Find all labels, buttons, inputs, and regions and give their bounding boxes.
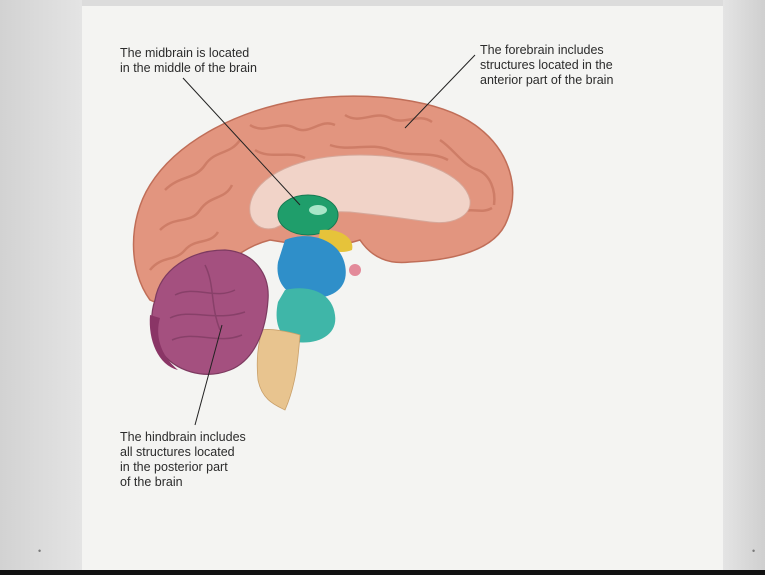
pituitary <box>349 264 361 276</box>
forebrain-caption: The forebrain includes structures locate… <box>480 43 613 88</box>
midbrain-highlight <box>309 205 327 215</box>
midbrain <box>278 195 338 235</box>
right-page-marker[interactable]: • <box>752 546 755 556</box>
left-page-marker[interactable]: • <box>38 546 41 556</box>
midbrain-caption: The midbrain is located in the middle of… <box>120 46 257 76</box>
spinal-cord <box>257 329 300 410</box>
hindbrain-caption: The hindbrain includes all structures lo… <box>120 430 246 490</box>
